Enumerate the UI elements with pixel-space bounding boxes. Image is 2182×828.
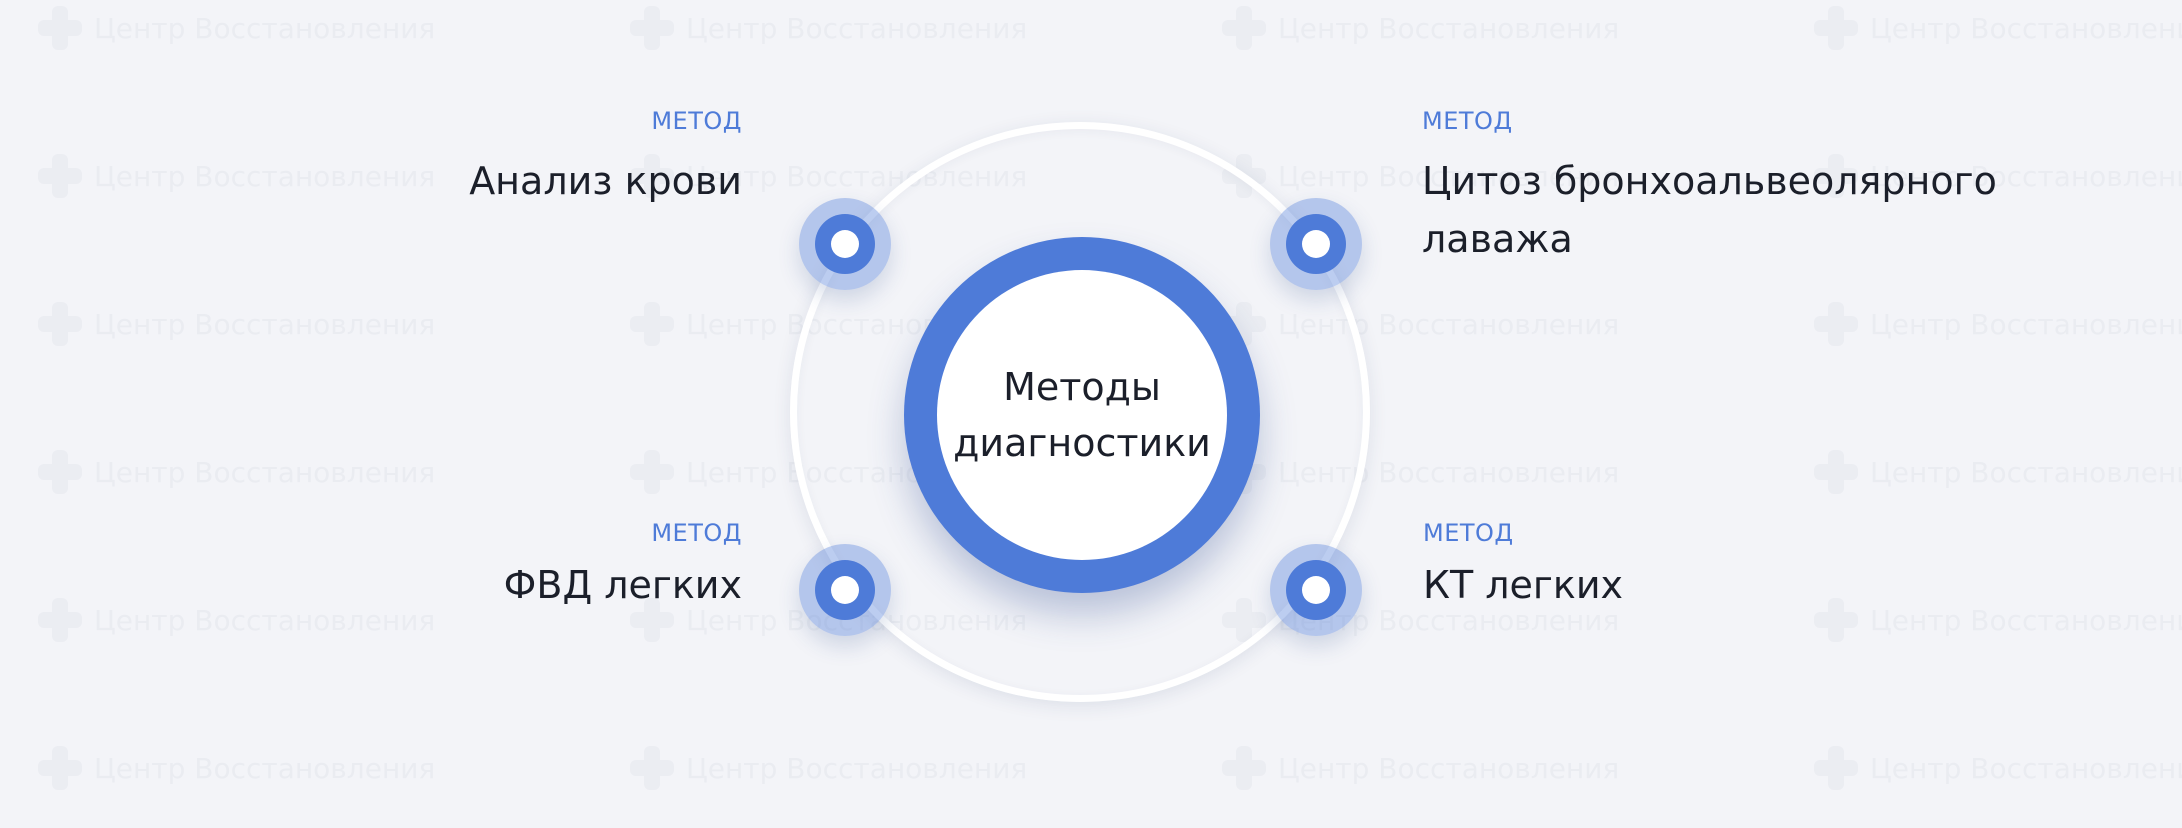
- watermark-text: Центр Восстановления: [94, 11, 436, 45]
- watermark: Центр Восстановления: [38, 746, 435, 790]
- watermark-cross-icon: [630, 746, 674, 790]
- method-title: КТ легких: [1423, 563, 1624, 607]
- watermark: Центр Восстановления: [1814, 6, 2182, 50]
- watermark-cross-icon: [1222, 6, 1266, 50]
- watermark-text: Центр Восстановления: [94, 455, 436, 489]
- watermark: Центр Восстановления: [38, 302, 435, 346]
- node-core: [1286, 214, 1346, 274]
- method-bal-cytosis: МЕТОД Цитоз бронхоальвеолярного лаважа: [1422, 106, 1997, 268]
- watermark-cross-icon: [38, 302, 82, 346]
- watermark-text: Центр Восстановления: [1278, 751, 1620, 785]
- watermark-cross-icon: [630, 302, 674, 346]
- watermark: Центр Восстановления: [1222, 746, 1619, 790]
- method-blood-test: МЕТОД Анализ крови: [469, 106, 742, 210]
- node-blood-test: [799, 198, 891, 290]
- method-tag: МЕТОД: [1423, 519, 1514, 547]
- watermark-text: Центр Восстановления: [686, 11, 1028, 45]
- watermark-text: Центр Восстановления: [1278, 11, 1620, 45]
- watermark-text: Центр Восстановления: [94, 307, 436, 341]
- watermark: Центр Восстановления: [630, 6, 1027, 50]
- method-ct-lungs: МЕТОД КТ легких: [1423, 518, 1623, 614]
- watermark: Центр Восстановления: [1814, 450, 2182, 494]
- watermark-cross-icon: [1814, 598, 1858, 642]
- outer-ring: [790, 122, 1370, 702]
- method-spirometry: МЕТОД ФВД легких: [504, 518, 742, 614]
- watermark: Центр Восстановления: [1222, 6, 1619, 50]
- method-tag: МЕТОД: [1422, 107, 1513, 135]
- watermark-text: Центр Восстановления: [686, 751, 1028, 785]
- watermark-cross-icon: [1222, 746, 1266, 790]
- watermark-text: Центр Восстановления: [94, 603, 436, 637]
- watermark-cross-icon: [38, 154, 82, 198]
- node-dot: [831, 230, 859, 258]
- method-tag: МЕТОД: [651, 519, 742, 547]
- watermark: Центр Восстановления: [630, 746, 1027, 790]
- watermark-text: Центр Восстановления: [94, 751, 436, 785]
- watermark: Центр Восстановления: [1814, 302, 2182, 346]
- watermark: Центр Восстановления: [38, 598, 435, 642]
- watermark-cross-icon: [1814, 450, 1858, 494]
- watermark-cross-icon: [38, 450, 82, 494]
- watermark-cross-icon: [630, 6, 674, 50]
- node-ct-lungs: [1270, 544, 1362, 636]
- watermark-cross-icon: [1814, 302, 1858, 346]
- node-bal-cytosis: [1270, 198, 1362, 290]
- watermark-cross-icon: [38, 6, 82, 50]
- method-tag: МЕТОД: [651, 107, 742, 135]
- watermark-cross-icon: [38, 598, 82, 642]
- node-spirometry: [799, 544, 891, 636]
- center-label: Методы диагностики: [953, 365, 1211, 465]
- watermark-text: Центр Восстановления: [1870, 11, 2182, 45]
- node-dot: [1302, 576, 1330, 604]
- watermark: Центр Восстановления: [1814, 746, 2182, 790]
- center-circle: Методы диагностики: [937, 270, 1227, 560]
- watermark-text: Центр Восстановления: [1870, 455, 2182, 489]
- watermark-cross-icon: [630, 450, 674, 494]
- watermark: Центр Восстановления: [1814, 598, 2182, 642]
- watermark-text: Центр Восстановления: [1870, 307, 2182, 341]
- method-title: Анализ крови: [469, 159, 742, 203]
- watermark: Центр Восстановления: [38, 154, 435, 198]
- watermark: Центр Восстановления: [38, 6, 435, 50]
- node-dot: [1302, 230, 1330, 258]
- watermark-text: Центр Восстановления: [94, 159, 436, 193]
- node-core: [815, 214, 875, 274]
- watermark-text: Центр Восстановления: [1870, 603, 2182, 637]
- method-title: Цитоз бронхоальвеолярного лаважа: [1422, 159, 1997, 261]
- method-title: ФВД легких: [503, 563, 742, 607]
- node-core: [1286, 560, 1346, 620]
- node-core: [815, 560, 875, 620]
- watermark-cross-icon: [1814, 6, 1858, 50]
- watermark-cross-icon: [38, 746, 82, 790]
- watermark-text: Центр Восстановления: [1870, 751, 2182, 785]
- watermark: Центр Восстановления: [38, 450, 435, 494]
- watermark-cross-icon: [1814, 746, 1858, 790]
- node-dot: [831, 576, 859, 604]
